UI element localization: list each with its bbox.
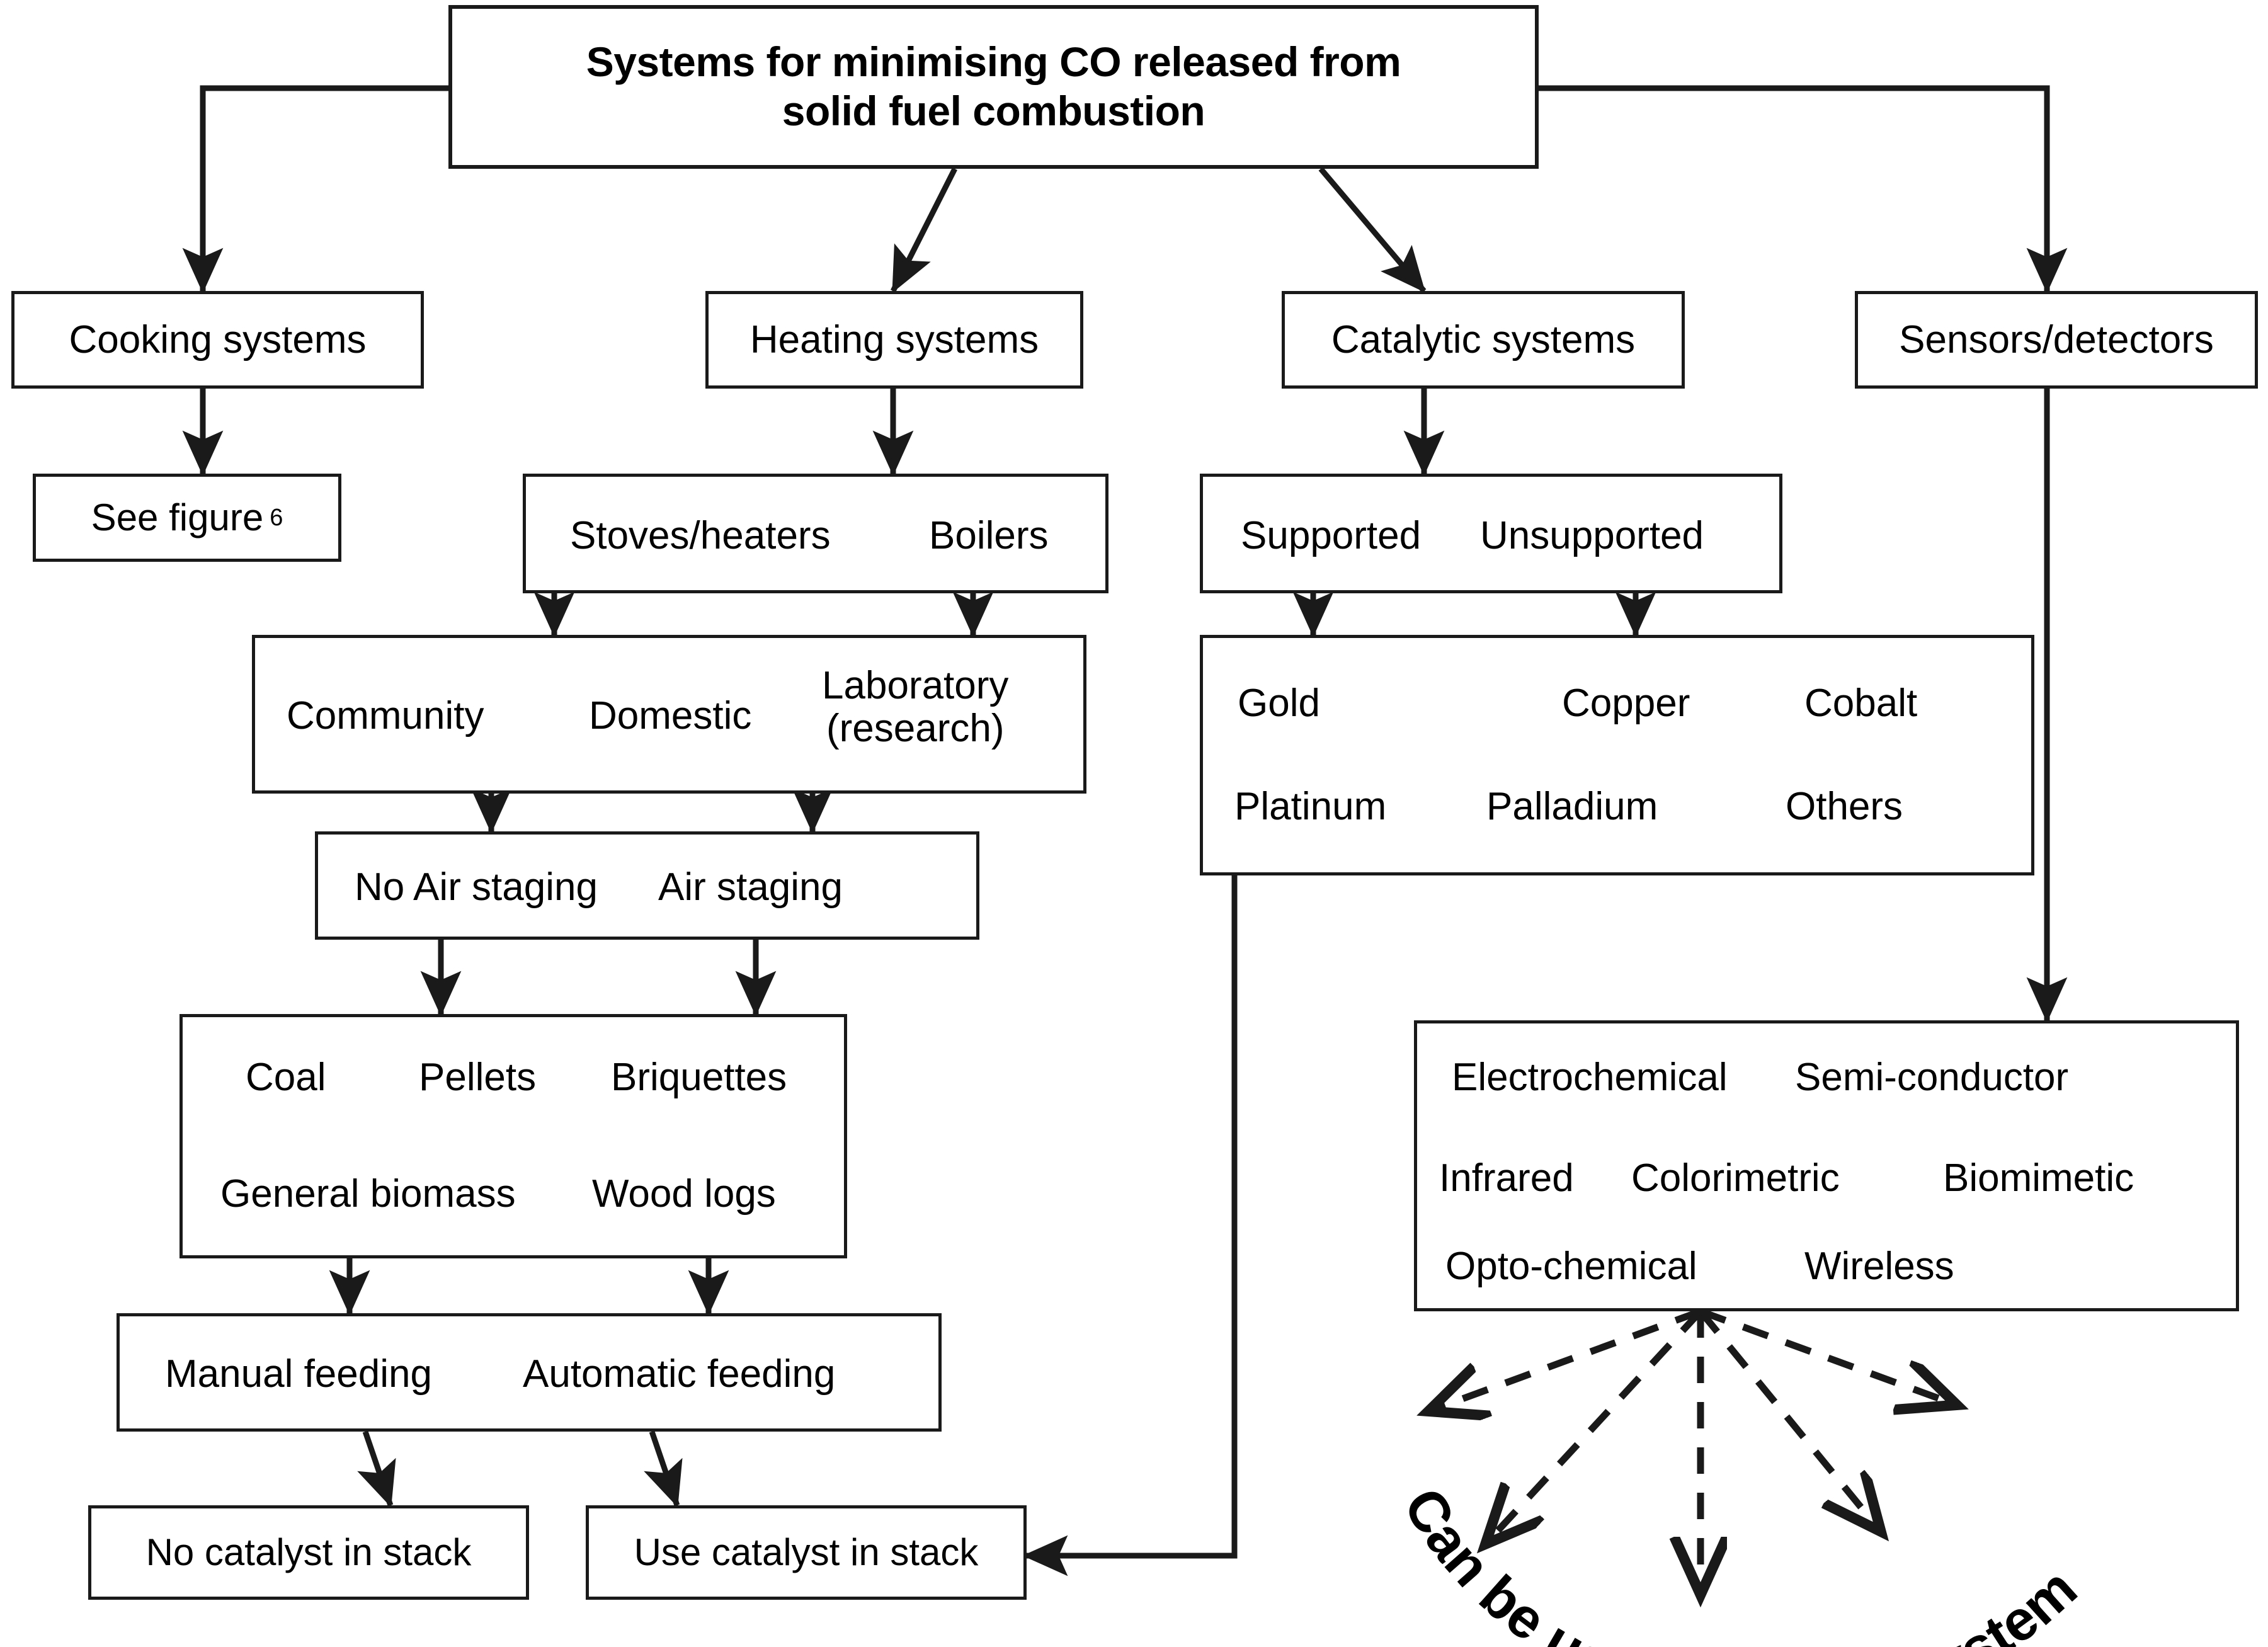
sensor-wireless: Wireless — [1804, 1245, 1954, 1288]
sensor-colorimetric: Colorimetric — [1631, 1156, 1840, 1200]
metal-gold: Gold — [1238, 681, 1320, 725]
see-figure-reference: 6 — [270, 504, 283, 531]
fuel-wood-logs: Wood logs — [592, 1172, 776, 1216]
catalytic-systems-label: Catalytic systems — [1331, 317, 1636, 362]
node-sensors-detectors[interactable]: Sensors/detectors — [1855, 291, 2258, 389]
sensor-opto-chemical: Opto-chemical — [1445, 1245, 1697, 1288]
sensor-semiconductor: Semi-conductor — [1795, 1056, 2069, 1099]
node-catalyst-metals[interactable]: Gold Copper Cobalt Platinum Palladium Ot… — [1200, 635, 2034, 875]
edge-root-catalytic — [1318, 167, 1427, 293]
scale-type-domestic: Domestic — [589, 694, 752, 738]
metal-copper: Copper — [1562, 681, 1690, 725]
node-sensor-types[interactable]: Electrochemical Semi-conductor Infrared … — [1414, 1020, 2239, 1311]
feeding-manual: Manual feeding — [165, 1352, 432, 1396]
root-title-line1: Systems for minimising CO released from — [586, 38, 1401, 86]
curved-note-layer: Can be used with any system — [1391, 1478, 2089, 1647]
node-heating-types[interactable]: Stoves/heaters Boilers — [523, 474, 1108, 593]
edge-dashed-5 — [1699, 1308, 1956, 1405]
scale-type-laboratory: Laboratory (research) — [822, 664, 1009, 751]
node-scale-types[interactable]: Community Domestic Laboratory (research) — [252, 635, 1086, 794]
cooking-systems-label: Cooking systems — [69, 317, 367, 362]
node-no-catalyst-in-stack[interactable]: No catalyst in stack — [88, 1505, 529, 1600]
feeding-automatic: Automatic feeding — [523, 1352, 836, 1396]
air-staging: Air staging — [658, 865, 843, 909]
no-catalyst-label: No catalyst in stack — [145, 1530, 472, 1573]
fuel-pellets: Pellets — [419, 1056, 537, 1099]
heating-type-stoves: Stoves/heaters — [570, 514, 831, 557]
node-catalyst-support[interactable]: Supported Unsupported — [1200, 474, 1782, 593]
sensor-biomimetic: Biomimetic — [1943, 1156, 2134, 1200]
node-root-title[interactable]: Systems for minimising CO released from … — [448, 5, 1539, 169]
metal-cobalt: Cobalt — [1804, 681, 1918, 725]
scale-type-community: Community — [287, 694, 484, 738]
node-cooking-systems[interactable]: Cooking systems — [11, 291, 424, 389]
catalyst-unsupported: Unsupported — [1480, 514, 1704, 557]
root-title-line2: solid fuel combustion — [782, 88, 1205, 134]
use-catalyst-label: Use catalyst in stack — [634, 1530, 979, 1573]
no-air-staging: No Air staging — [355, 865, 598, 909]
fuel-coal: Coal — [246, 1056, 326, 1099]
see-figure-label: See figure — [91, 496, 264, 539]
metal-platinum: Platinum — [1234, 785, 1387, 828]
sensors-detectors-label: Sensors/detectors — [1899, 317, 2214, 362]
metal-others: Others — [1786, 785, 1903, 828]
metal-palladium: Palladium — [1486, 785, 1658, 828]
edge-root-heating — [890, 167, 958, 293]
heating-type-boilers: Boilers — [929, 514, 1049, 557]
sensor-electrochemical: Electrochemical — [1452, 1056, 1728, 1099]
edge-automatic-usecatalyst — [644, 1430, 683, 1508]
edge-dashed-4 — [1697, 1309, 1880, 1530]
edge-root-cooking — [182, 85, 448, 293]
node-heating-systems[interactable]: Heating systems — [705, 291, 1083, 389]
node-air-staging[interactable]: No Air staging Air staging — [315, 831, 979, 940]
edge-dashed-1 — [1430, 1308, 1702, 1411]
node-catalytic-systems[interactable]: Catalytic systems — [1282, 291, 1685, 389]
edge-manual-nocatalyst — [357, 1430, 396, 1508]
heating-systems-label: Heating systems — [749, 317, 1039, 362]
edge-root-sensors — [1539, 85, 2068, 293]
edge-dashed-2 — [1486, 1309, 1704, 1543]
can-be-used-note: Can be used with any system — [1391, 1478, 2089, 1647]
sensor-infrared: Infrared — [1439, 1156, 1574, 1200]
edge-metals-usecatalyst — [1022, 875, 1238, 1576]
fuel-general-biomass: General biomass — [220, 1172, 516, 1216]
fuel-briquettes: Briquettes — [611, 1056, 787, 1099]
node-use-catalyst-in-stack[interactable]: Use catalyst in stack — [586, 1505, 1027, 1600]
node-feeding[interactable]: Manual feeding Automatic feeding — [117, 1313, 942, 1432]
catalyst-supported: Supported — [1241, 514, 1422, 557]
node-fuels[interactable]: Coal Pellets Briquettes General biomass … — [180, 1014, 847, 1258]
